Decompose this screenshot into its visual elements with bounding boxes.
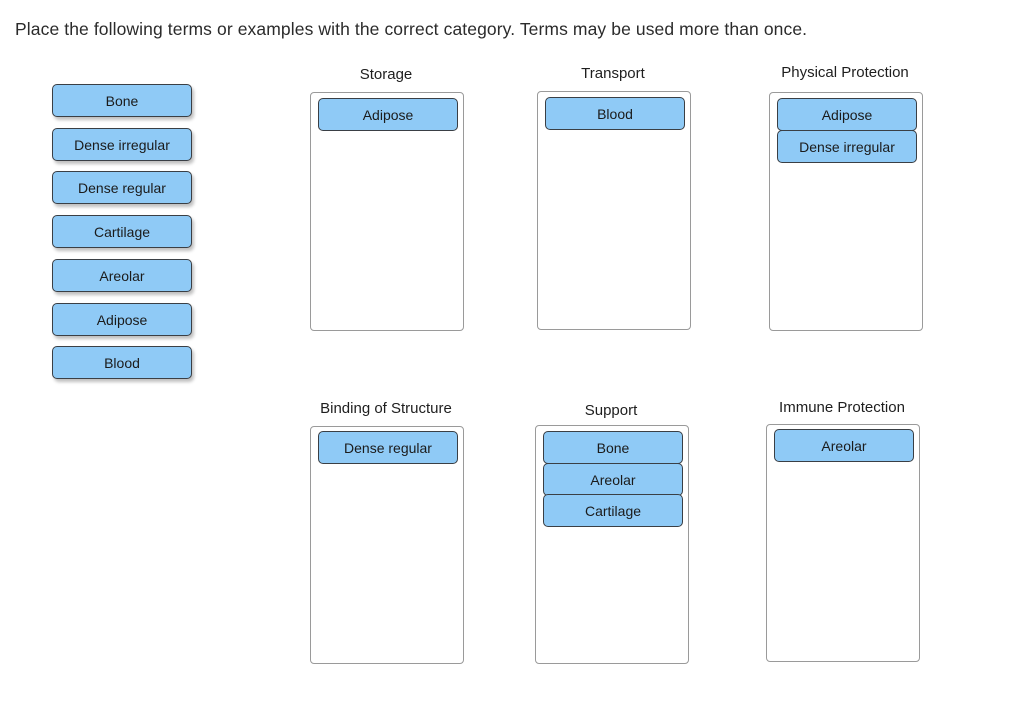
placed-term[interactable]: Cartilage [543,494,683,527]
zone-title-binding-of-structure: Binding of Structure [320,400,452,417]
zone-title-immune-protection: Immune Protection [779,399,905,416]
zone-title-support: Support [584,402,638,419]
bank-term-adipose[interactable]: Adipose [52,303,192,336]
placed-term[interactable]: Adipose [777,98,917,131]
drop-zone-transport[interactable]: Blood [537,91,691,330]
bank-term-dense-irregular[interactable]: Dense irregular [52,128,192,161]
bank-term-dense-regular[interactable]: Dense regular [52,171,192,204]
bank-term-cartilage[interactable]: Cartilage [52,215,192,248]
drop-zone-storage[interactable]: Adipose [310,92,464,331]
placed-term[interactable]: Dense irregular [777,130,917,163]
drop-zone-physical-protection[interactable]: Adipose Dense irregular [769,92,923,331]
bank-term-bone[interactable]: Bone [52,84,192,117]
instruction-text: Place the following terms or examples wi… [15,19,808,39]
placed-term[interactable]: Dense regular [318,431,458,464]
bank-term-areolar[interactable]: Areolar [52,259,192,292]
zone-title-transport: Transport [581,65,645,82]
placed-term[interactable]: Areolar [543,463,683,496]
placed-term[interactable]: Bone [543,431,683,464]
zone-title-physical-protection: Physical Protection [781,64,909,81]
bank-term-blood[interactable]: Blood [52,346,192,379]
drop-zone-support[interactable]: Bone Areolar Cartilage [535,425,689,664]
placed-term[interactable]: Adipose [318,98,458,131]
placed-term[interactable]: Blood [545,97,685,130]
drop-zone-binding-of-structure[interactable]: Dense regular [310,426,464,664]
placed-term[interactable]: Areolar [774,429,914,462]
zone-title-storage: Storage [359,66,413,83]
drop-zone-immune-protection[interactable]: Areolar [766,424,920,662]
